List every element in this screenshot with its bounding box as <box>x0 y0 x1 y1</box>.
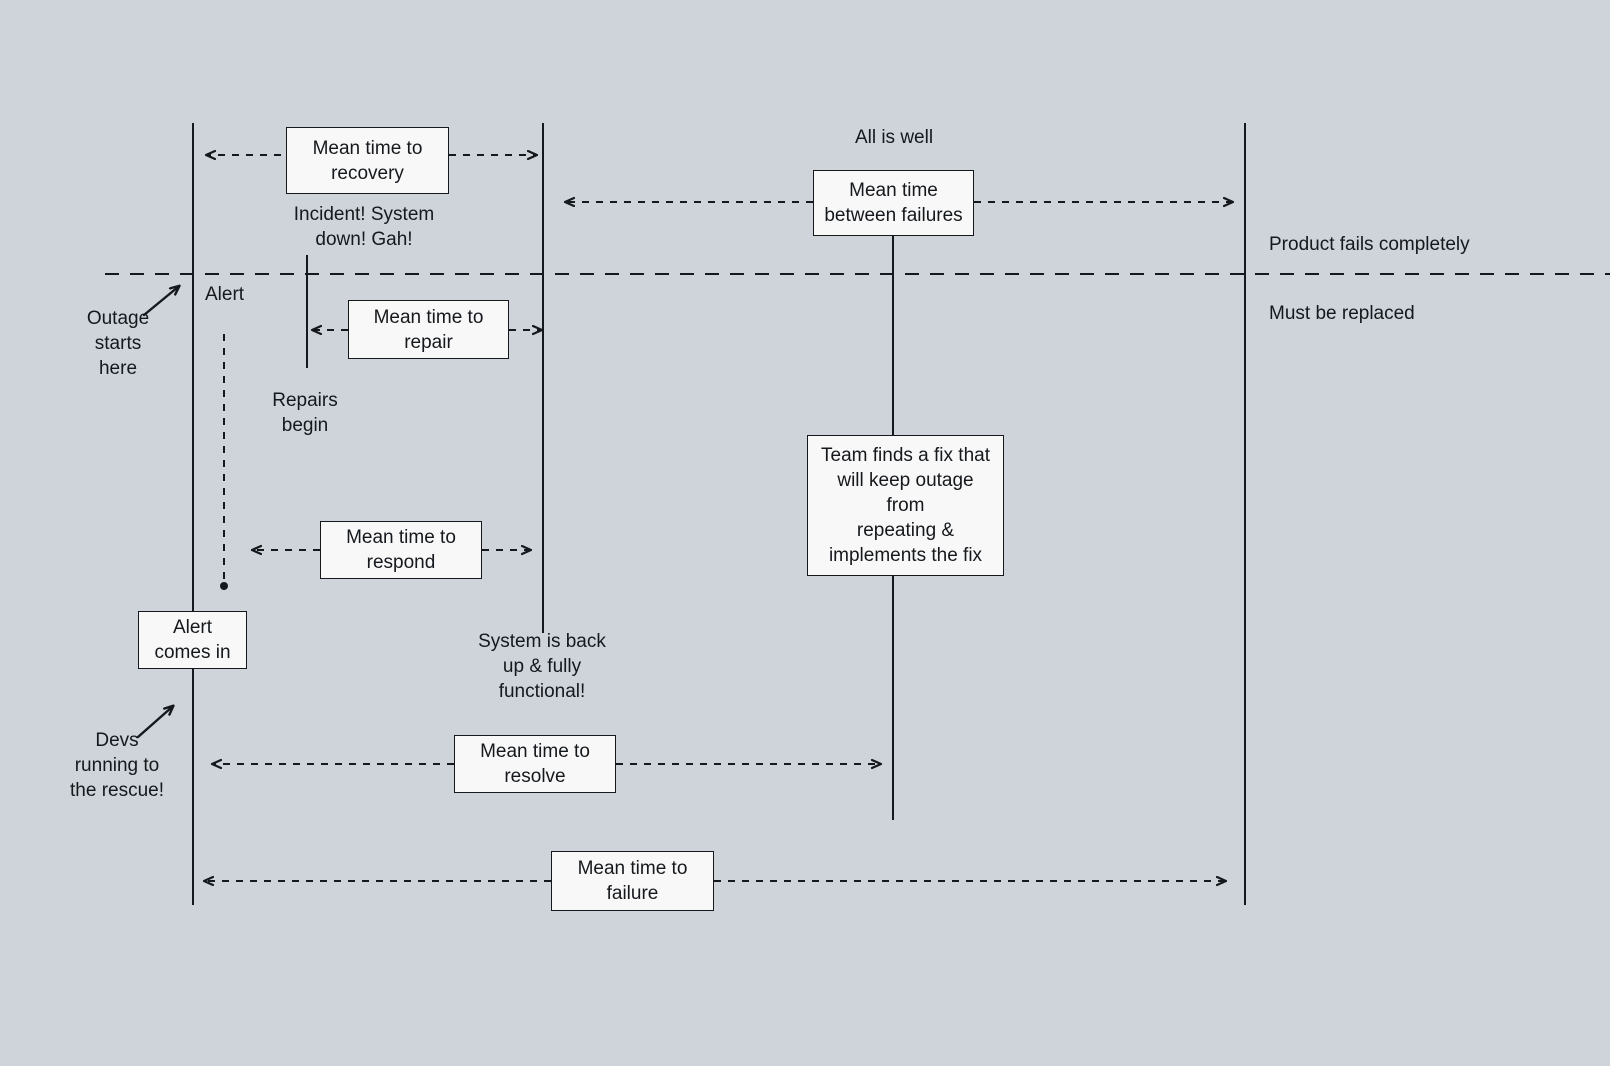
label-must-be-replaced: Must be replaced <box>1269 303 1415 324</box>
label-all-is-well: All is well <box>854 127 934 148</box>
label-repairs-begin: Repairs begin <box>272 390 338 436</box>
pointer-arrow-outage-pointer <box>142 287 178 317</box>
node-label: Mean time to recovery <box>312 137 423 184</box>
node-mean-time-to-repair[interactable]: Mean time to repair <box>348 300 509 359</box>
node-label: Mean time to repair <box>373 306 484 353</box>
node-mean-time-to-recovery[interactable]: Mean time to recovery <box>286 127 449 194</box>
label-alert: Alert <box>205 284 245 305</box>
node-label: Mean time to resolve <box>480 741 590 787</box>
node-label: Mean time to failure <box>577 858 688 904</box>
node-label: Mean time to respond <box>346 527 456 573</box>
node-mean-time-to-failure[interactable]: Mean time to failure <box>551 851 714 911</box>
line-end-dot-alert-dashed-line <box>220 582 228 590</box>
label-incident-system-down: Incident! System down! Gah! <box>293 204 435 250</box>
node-alert-comes-in[interactable]: Alert comes in <box>138 611 247 669</box>
label-product-fails-completely: Product fails completely <box>1269 234 1470 255</box>
node-mean-time-to-respond[interactable]: Mean time to respond <box>320 521 482 579</box>
label-devs-running-to-the-rescue: Devs running to the rescue! <box>70 730 164 801</box>
node-label: Mean time between failures <box>824 180 963 226</box>
label-outage-starts-here: Outage starts here <box>86 308 150 379</box>
node-team-finds-a-fix[interactable]: Team finds a fix that will keep outage f… <box>807 435 1004 576</box>
node-mean-time-between-failures[interactable]: Mean time between failures <box>813 170 974 236</box>
node-label: Team finds a fix that will keep outage f… <box>821 445 990 566</box>
node-mean-time-to-resolve[interactable]: Mean time to resolve <box>454 735 616 793</box>
pointer-arrow-devs-pointer <box>136 707 172 739</box>
node-label: Alert comes in <box>154 617 231 663</box>
label-system-is-back-up: System is back up & fully functional! <box>478 631 606 702</box>
